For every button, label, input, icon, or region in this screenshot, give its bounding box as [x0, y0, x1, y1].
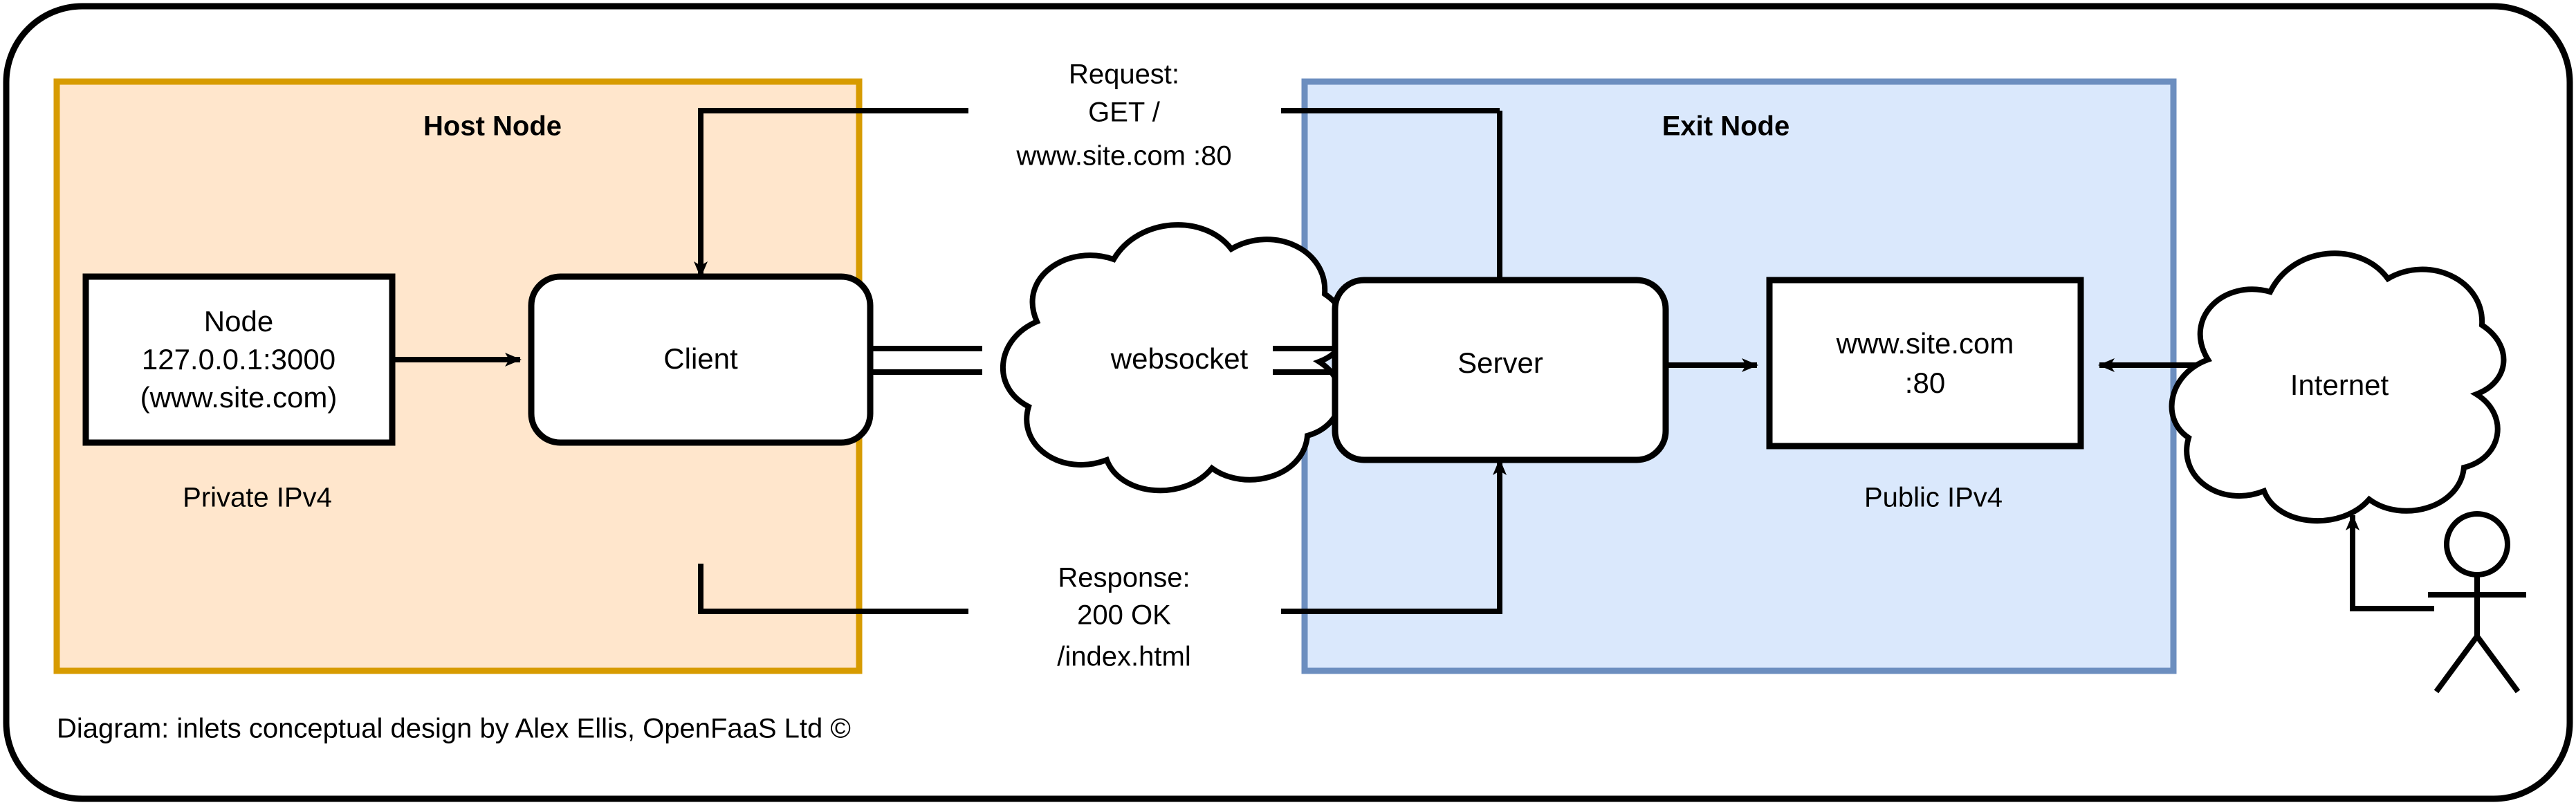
node-app-line1: Node — [204, 305, 273, 337]
response-label-line3: /index.html — [1057, 642, 1190, 672]
user-head-icon — [2444, 511, 2510, 577]
site-line2: :80 — [1905, 367, 1945, 399]
internet-cloud — [2169, 250, 2507, 524]
site-box[interactable] — [1766, 277, 2084, 450]
user-leg-right-icon — [2474, 634, 2521, 694]
site-line1: www.site.com — [1836, 327, 2014, 360]
request-label-line1: Request: — [1069, 59, 1179, 90]
response-label-line1: Response: — [1058, 563, 1190, 593]
request-label-line3: www.site.com :80 — [1015, 141, 1231, 172]
websocket-label: websocket — [1110, 342, 1249, 375]
user-to-internet-arrow — [2346, 514, 2434, 611]
client-box[interactable] — [528, 273, 874, 446]
internet-label: Internet — [2290, 369, 2389, 401]
request-label-line2: GET / — [1088, 98, 1161, 128]
exit-node-subtitle: Public IPv4 — [1864, 483, 2003, 513]
response-edge-path-left — [698, 564, 968, 614]
exit-node-title: Exit Node — [1662, 111, 1790, 142]
host-node-subtitle: Private IPv4 — [183, 483, 332, 513]
user-actor[interactable] — [2428, 511, 2526, 694]
response-edge-path-right — [1281, 459, 1507, 614]
server-box[interactable] — [1332, 277, 1669, 463]
request-edge-path-left — [694, 108, 968, 278]
node-app-line3: (www.site.com) — [140, 381, 338, 414]
client-label: Client — [663, 342, 738, 375]
user-leg-left-icon — [2434, 634, 2480, 694]
server-label: Server — [1457, 346, 1543, 379]
diagram-caption: Diagram: inlets conceptual design by Ale… — [57, 714, 851, 744]
response-label-line2: 200 OK — [1077, 600, 1171, 631]
node-app-line2: 127.0.0.1:3000 — [142, 343, 335, 376]
host-node-title: Host Node — [423, 111, 562, 142]
